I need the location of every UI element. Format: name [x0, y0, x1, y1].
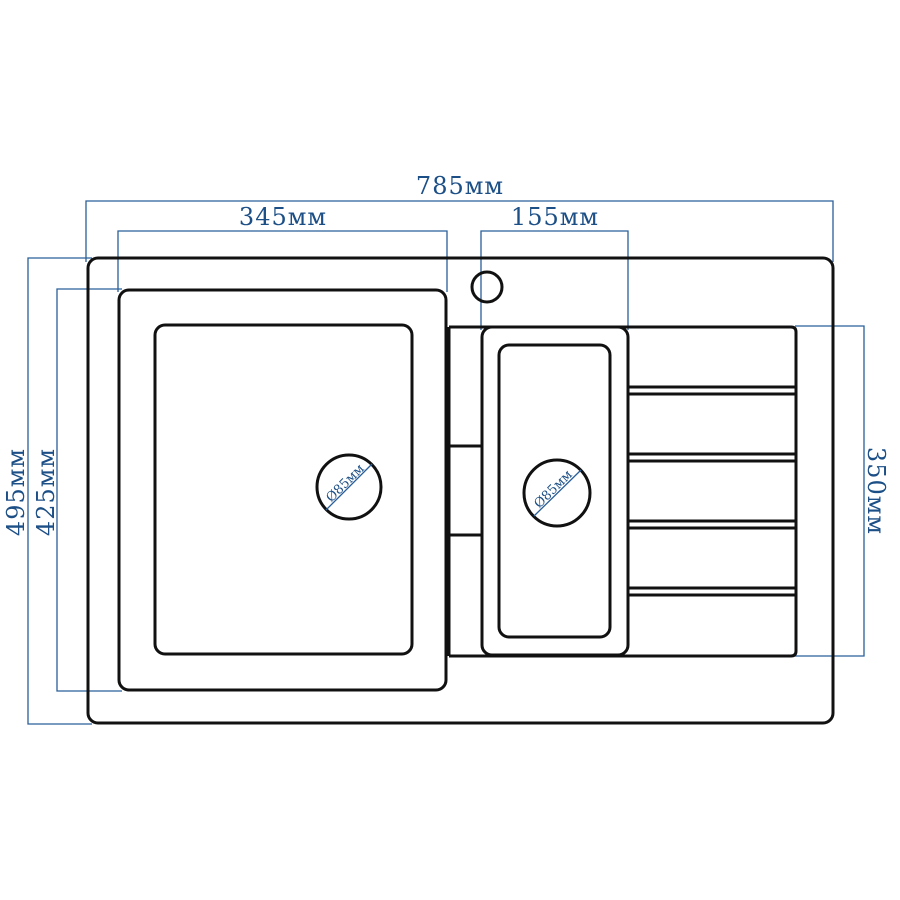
label-small-bowl-drain: Ø85мм — [531, 467, 575, 511]
main-bowl-basin — [153, 323, 414, 656]
small-bowl-basin — [497, 343, 612, 639]
drain-icon — [315, 453, 383, 521]
label-main-bowl-depth: 425мм — [32, 448, 60, 536]
label-small-bowl-width: 155мм — [511, 203, 599, 231]
main-bowl-rim — [117, 288, 448, 692]
dim-overall-depth-line — [27, 257, 92, 725]
drainer-groove — [629, 452, 796, 463]
drain-diameter-line — [533, 469, 582, 517]
dim-drainer-depth-line — [795, 325, 865, 657]
overflow-panel — [447, 327, 481, 656]
drainer-groove — [629, 586, 796, 597]
sink-body — [86, 256, 835, 725]
dimension-labels: 785мм 345мм 155мм 495мм 425мм 350мм — [2, 172, 890, 536]
tap-hole-icon — [470, 270, 504, 304]
drainer-groove — [629, 519, 796, 530]
drainer-groove — [629, 385, 796, 396]
insert-frame — [449, 325, 798, 658]
label-main-bowl-width: 345мм — [239, 203, 327, 231]
dim-small-bowl-width-line — [480, 230, 629, 330]
drainer — [629, 385, 796, 597]
drain-diameter-line — [325, 463, 373, 511]
small-bowl-rim — [480, 325, 630, 657]
label-overall-width: 785мм — [416, 172, 504, 200]
dim-main-bowl-width-line — [117, 230, 448, 292]
main-bowl-drain: Ø85мм — [315, 453, 383, 521]
label-overall-depth: 495мм — [2, 448, 30, 536]
drain-icon — [522, 458, 592, 528]
dim-overall-width-line — [85, 200, 834, 262]
sink: Ø85мм Ø85мм — [86, 256, 835, 725]
label-main-bowl-drain: Ø85мм — [323, 461, 367, 505]
small-bowl-drain: Ø85мм — [522, 458, 592, 528]
label-drainer-depth: 350мм — [862, 447, 890, 535]
